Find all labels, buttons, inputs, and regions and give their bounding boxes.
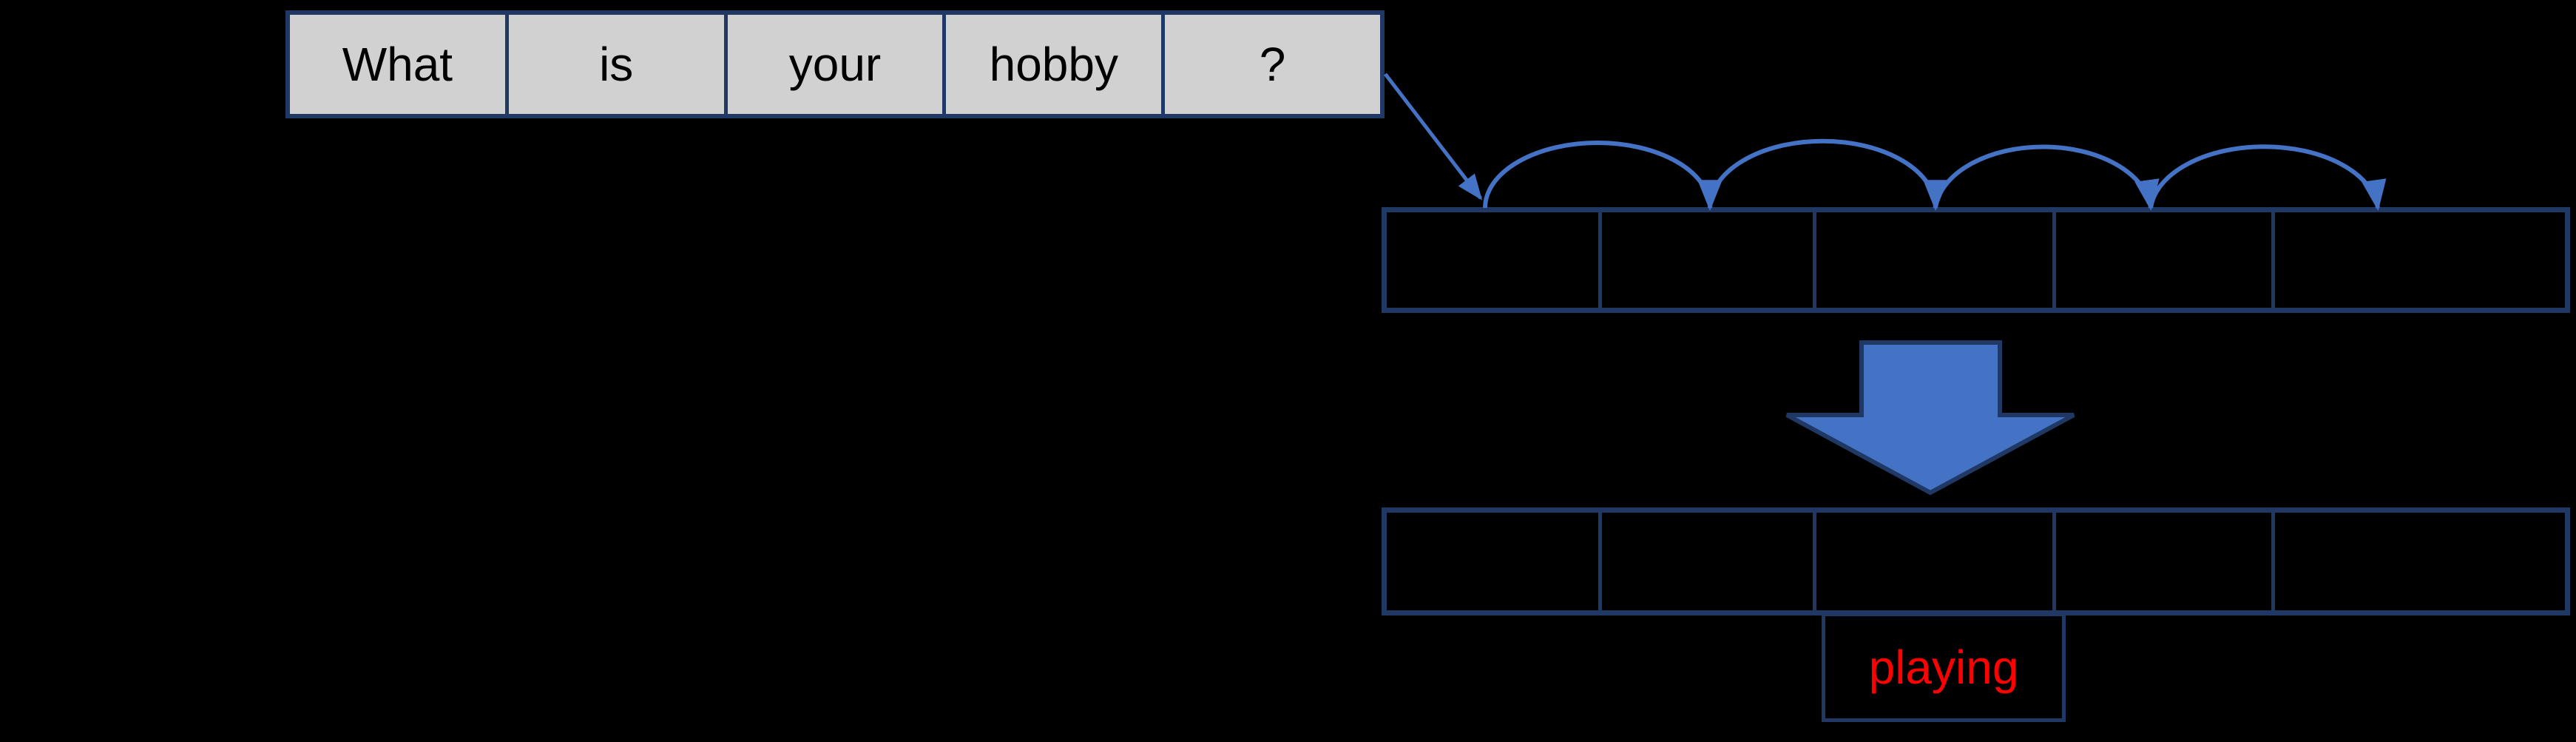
prediction-cell: playing [1822,613,2066,722]
token-cell-hobby: hobby [946,15,1166,114]
token-cell-is: is [508,15,728,114]
output-slot-5 [2275,513,2565,610]
encoding-slot-1 [1387,212,1602,308]
encoding-slot-3 [1816,212,2056,308]
hop-arrow-4-icon [2149,144,2387,212]
output-slot-row [1382,507,2570,615]
encoding-slot-5 [2275,212,2565,308]
encoding-slot-4 [2056,212,2275,308]
output-slot-2 [1602,513,1816,610]
output-slot-1 [1387,513,1602,610]
sentence-to-encoding-arrow-icon [1384,72,1483,200]
output-slot-4 [2056,513,2275,610]
encoding-slot-row [1382,207,2570,313]
hop-arrow-3-icon [1933,144,2160,212]
token-cell-your: your [727,15,947,114]
down-block-arrow-icon [1785,340,2075,496]
output-slot-3 [1816,513,2056,610]
hop-arrow-1-icon [1483,141,1723,212]
token-cell-what: What [290,15,509,114]
token-cell-question-mark: ? [1165,15,1380,114]
hop-arrow-2-icon [1708,138,1948,212]
sentence-token-row: What is your hobby ? [285,10,1385,118]
prediction-label: playing [1868,641,2019,694]
encoding-slot-2 [1602,212,1816,308]
